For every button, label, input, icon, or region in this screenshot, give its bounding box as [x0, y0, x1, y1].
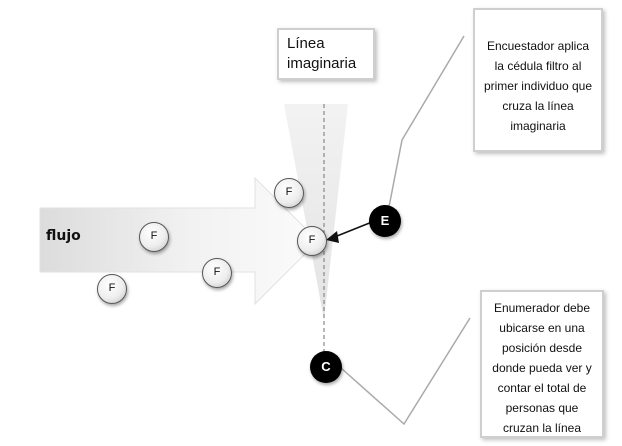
- counter-note: Enumerador debe ubicarse en una posición…: [480, 290, 604, 438]
- person-circle: F: [97, 274, 127, 304]
- flow-arrow: [39, 176, 319, 306]
- person-circle: F: [202, 258, 232, 288]
- interviewer-note: Encuestador aplica la cédula filtro al p…: [473, 8, 603, 152]
- callout-line-c: [340, 317, 471, 426]
- pointer-arrowhead: [326, 231, 339, 243]
- callout-line-e: [387, 35, 465, 213]
- person-circle: F: [274, 178, 304, 208]
- counter-circle: C: [310, 351, 342, 383]
- person-circle: F: [297, 226, 327, 256]
- viewing-cone: [284, 104, 348, 320]
- pointer-arrow: [331, 221, 373, 239]
- imaginary-line-label: Línea imaginaria: [277, 28, 375, 80]
- interviewer-circle: E: [369, 205, 401, 237]
- person-circle: F: [139, 222, 169, 252]
- flow-label: flujo: [46, 228, 81, 244]
